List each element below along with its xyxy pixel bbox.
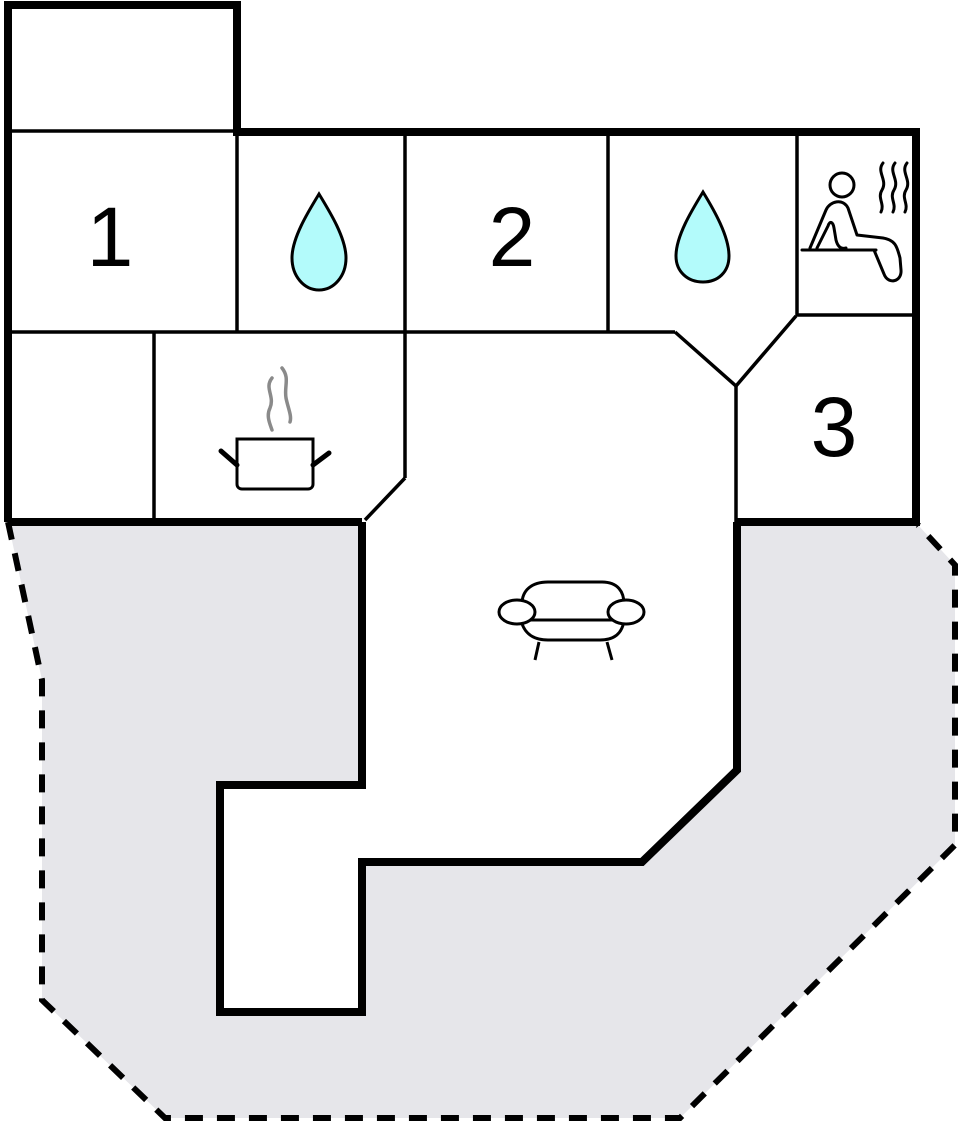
room-label-bedroom-2: 2 bbox=[489, 190, 536, 284]
sofa-icon bbox=[497, 580, 646, 661]
interior-walls bbox=[8, 129, 916, 522]
room-label-bedroom-3: 3 bbox=[811, 380, 858, 474]
sauna-icon bbox=[800, 161, 910, 283]
water-drop-icon bbox=[674, 189, 731, 284]
room-label-bedroom-1: 1 bbox=[87, 190, 134, 284]
exterior-walls bbox=[4, 1, 920, 1016]
water-drop-icon bbox=[290, 191, 348, 292]
cooking-pot-icon bbox=[218, 366, 332, 491]
terrace bbox=[5, 521, 958, 1121]
